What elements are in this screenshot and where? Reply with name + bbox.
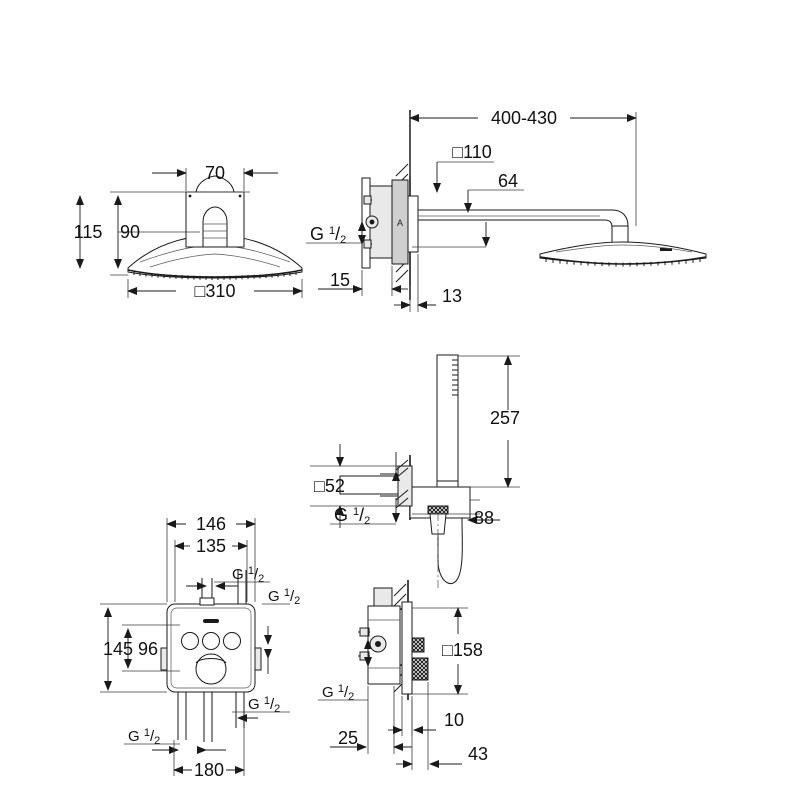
hand-shower-spray-holes	[452, 359, 458, 396]
union-port-lower	[363, 239, 372, 249]
head-shower-side-spray	[545, 258, 701, 267]
hand-shower-inlet-tube	[339, 475, 399, 495]
valve-button-3[interactable]	[223, 632, 241, 650]
union-center	[369, 219, 375, 225]
dim-96-label: 96	[138, 639, 158, 659]
dim-90-label: 90	[120, 222, 140, 242]
view-valve-side: □158 G 1/2 25 10	[318, 580, 488, 770]
dim-70-label: 70	[205, 163, 225, 183]
dim-158-label: □158	[442, 640, 483, 660]
thread-label-valve-top: G 1/2	[232, 565, 264, 585]
dim-115-label: 115	[74, 222, 103, 242]
thread-bottom-right: G 1/2	[232, 695, 290, 722]
valve-indicator-slot	[203, 619, 219, 623]
dim-25-label: 25	[338, 728, 358, 748]
bracket-screw-right	[238, 194, 242, 198]
valve-button-2[interactable]	[202, 632, 220, 650]
dim-10-label: 10	[444, 710, 464, 730]
dim-115-90: 115 90	[74, 191, 250, 276]
valve-ear-left	[160, 647, 168, 671]
dim-88: 88	[412, 499, 500, 528]
dim-43: 43	[396, 682, 488, 770]
dim-110-label: □110	[452, 142, 492, 162]
dim-70: 70	[152, 163, 278, 191]
dim-64: 64	[464, 171, 524, 213]
union-port-upper	[363, 195, 372, 205]
shower-hose	[437, 517, 463, 584]
dim-43-label: 43	[468, 744, 488, 764]
dim-257: 257	[458, 355, 520, 488]
valve-outlet-pipes-bottom	[177, 692, 245, 742]
dim-310: □310	[127, 279, 303, 301]
thread-label-valve-bl: G 1/2	[128, 727, 160, 747]
valve-temperature-dial[interactable]	[195, 653, 227, 685]
dim-10: 10	[388, 696, 464, 736]
dim-110: □110	[433, 142, 494, 193]
dim-146: 146	[166, 514, 256, 602]
head-shower-ball-joint	[195, 175, 235, 193]
dim-310-label: □310	[195, 281, 236, 301]
dim-15-label: 15	[330, 270, 350, 290]
dim-64-label: 64	[498, 171, 518, 191]
thread-right: G 1/2	[262, 587, 300, 674]
union-marker-A: A	[397, 218, 403, 228]
dim-13: 13	[394, 254, 462, 312]
dim-145-96: 145 96	[100, 603, 180, 693]
valve-spindle	[375, 641, 381, 647]
arm-wall-flange	[407, 195, 419, 253]
arm-elbow	[611, 225, 629, 245]
dim-400-430-label: 400-430	[491, 108, 557, 128]
dim-257-label: 257	[490, 408, 520, 428]
dim-union-thread: G 1/2	[306, 202, 366, 246]
thread-top: G 1/2	[186, 565, 270, 590]
valve-side-button	[411, 637, 425, 653]
valve-top-connection	[373, 587, 393, 607]
head-shower-spray-face	[127, 269, 303, 280]
valve-escutcheon	[401, 601, 413, 695]
thread-label-union: G 1/2	[310, 224, 346, 246]
view-head-shower-side: A 400-430 □110	[306, 108, 707, 312]
valve-button-1[interactable]	[181, 632, 199, 650]
valve-side-thread: G 1/2	[318, 624, 372, 703]
dim-88-label: 88	[474, 508, 494, 528]
head-brand-mark	[660, 248, 672, 251]
dim-135-label: 135	[196, 536, 226, 556]
dim-52-label: □52	[314, 476, 345, 496]
hand-shower-wall-hatch	[395, 459, 409, 509]
dim-135: 135	[174, 536, 248, 602]
dim-head-offset	[412, 222, 490, 248]
dim-15: 15	[318, 266, 408, 296]
dim-145-label: 145	[103, 639, 133, 659]
dim-hand-thread: G 1/2	[330, 452, 400, 527]
dim-180-label: 180	[194, 760, 224, 780]
valve-side-dial	[411, 657, 429, 681]
valve-inlet-pipes-top	[201, 570, 247, 604]
thread-label-valve-br: G 1/2	[248, 695, 280, 715]
dial-scale	[195, 658, 227, 664]
view-valve-front: 146 135 G 1/2 G 1/2	[100, 514, 300, 780]
view-hand-shower: 257 □52 G 1/2 88	[310, 354, 520, 588]
valve-ear-right	[254, 647, 262, 671]
thread-label-hand: G 1/2	[334, 505, 370, 527]
head-shower-stem	[202, 206, 228, 248]
valve-port-upper	[359, 627, 370, 637]
dim-400-430: 400-430	[409, 108, 637, 226]
bracket-screw-left	[188, 194, 192, 198]
dim-158: □158	[412, 607, 483, 695]
wall-union-collar	[391, 179, 409, 265]
thread-label-valve-right: G 1/2	[268, 587, 300, 607]
view-head-shower-front: 70 115 90 □310	[74, 163, 303, 301]
thread-label-valve-side: G 1/2	[322, 683, 354, 703]
dim-13-label: 13	[442, 286, 462, 306]
valve-plate-inner	[170, 607, 252, 689]
dim-25: 25	[330, 686, 412, 754]
dim-146-label: 146	[196, 514, 226, 534]
dim-180: 180	[173, 728, 245, 780]
valve-top-port	[199, 597, 215, 606]
